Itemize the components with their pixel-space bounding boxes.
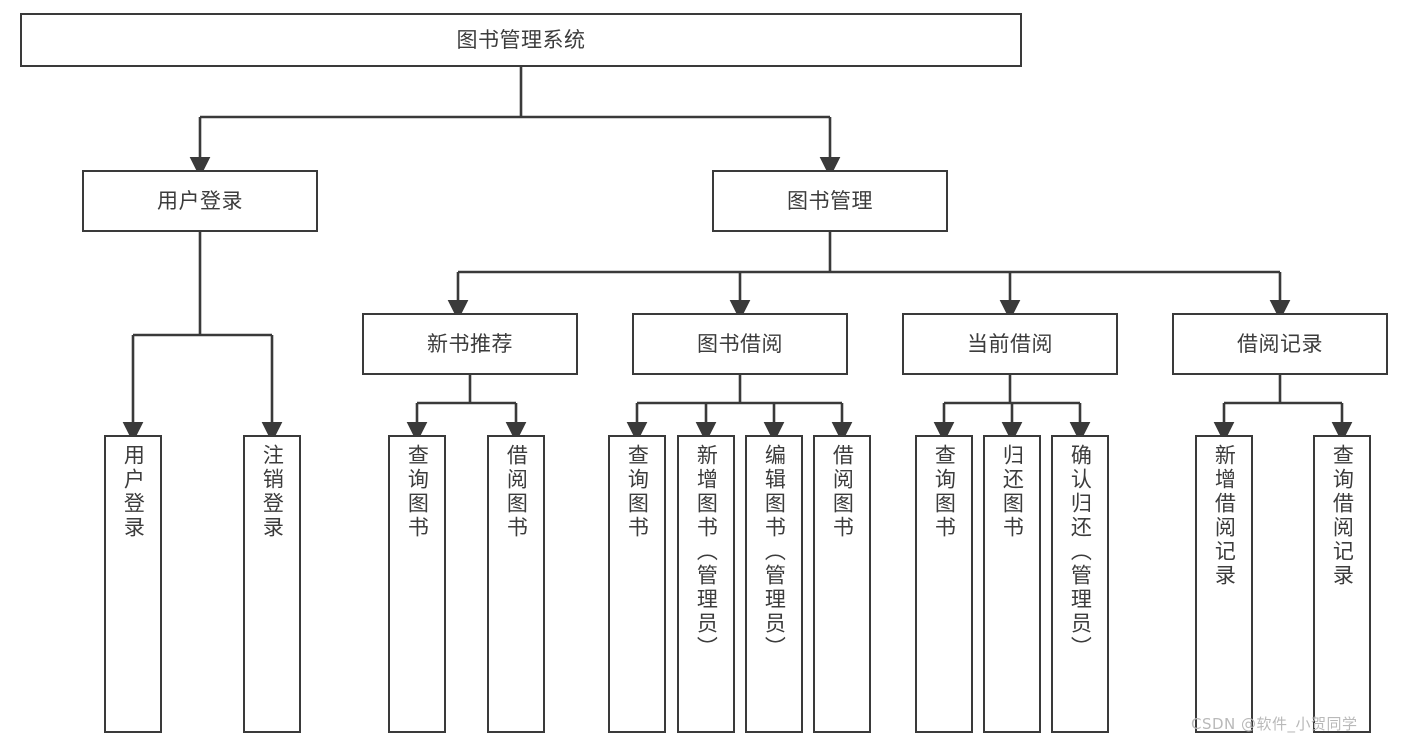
node-leaf-query-record[interactable]: 查询借阅记录 xyxy=(1313,435,1371,733)
node-leaf-add-record[interactable]: 新增借阅记录 xyxy=(1195,435,1253,733)
node-root-label: 图书管理系统 xyxy=(456,27,586,52)
node-leaf-borrow-book-2[interactable]: 借阅图书 xyxy=(813,435,871,733)
node-leaf-borrow-book-2-label: 借阅图书 xyxy=(830,444,855,540)
node-leaf-query-record-label: 查询借阅记录 xyxy=(1330,444,1355,588)
node-root[interactable]: 图书管理系统 xyxy=(20,13,1022,67)
node-leaf-user-login-label: 用户登录 xyxy=(121,444,146,540)
node-leaf-edit-book[interactable]: 编辑图书（管理员） xyxy=(745,435,803,733)
node-leaf-return-book[interactable]: 归还图书 xyxy=(983,435,1041,733)
node-leaf-query-book-2[interactable]: 查询图书 xyxy=(608,435,666,733)
node-book-manage-label: 图书管理 xyxy=(787,188,873,213)
node-leaf-user-login[interactable]: 用户登录 xyxy=(104,435,162,733)
node-new-book-recommend-label: 新书推荐 xyxy=(427,331,513,356)
node-leaf-add-book-label: 新增图书（管理员） xyxy=(694,444,719,660)
node-user-login-label: 用户登录 xyxy=(157,188,243,213)
node-leaf-edit-book-label: 编辑图书（管理员） xyxy=(762,444,787,660)
node-user-login[interactable]: 用户登录 xyxy=(82,170,318,232)
node-leaf-query-book-1[interactable]: 查询图书 xyxy=(388,435,446,733)
node-borrow-record[interactable]: 借阅记录 xyxy=(1172,313,1388,375)
node-book-borrow-label: 图书借阅 xyxy=(697,331,783,356)
node-book-borrow[interactable]: 图书借阅 xyxy=(632,313,848,375)
node-leaf-confirm-return-label: 确认归还（管理员） xyxy=(1068,444,1093,660)
node-book-manage[interactable]: 图书管理 xyxy=(712,170,948,232)
node-leaf-logout[interactable]: 注销登录 xyxy=(243,435,301,733)
node-leaf-logout-label: 注销登录 xyxy=(260,444,285,540)
csdn-watermark: CSDN @软件_小贺同学 xyxy=(1191,715,1358,733)
node-leaf-query-book-3-label: 查询图书 xyxy=(932,444,957,540)
node-leaf-query-book-2-label: 查询图书 xyxy=(625,444,650,540)
node-borrow-record-label: 借阅记录 xyxy=(1237,331,1323,356)
node-leaf-return-book-label: 归还图书 xyxy=(1000,444,1025,540)
node-leaf-add-record-label: 新增借阅记录 xyxy=(1212,444,1237,588)
node-new-book-recommend[interactable]: 新书推荐 xyxy=(362,313,578,375)
node-leaf-query-book-3[interactable]: 查询图书 xyxy=(915,435,973,733)
node-leaf-confirm-return[interactable]: 确认归还（管理员） xyxy=(1051,435,1109,733)
node-leaf-borrow-book-1[interactable]: 借阅图书 xyxy=(487,435,545,733)
node-leaf-add-book[interactable]: 新增图书（管理员） xyxy=(677,435,735,733)
node-current-borrow-label: 当前借阅 xyxy=(967,331,1053,356)
node-current-borrow[interactable]: 当前借阅 xyxy=(902,313,1118,375)
node-leaf-borrow-book-1-label: 借阅图书 xyxy=(504,444,529,540)
node-leaf-query-book-1-label: 查询图书 xyxy=(405,444,430,540)
